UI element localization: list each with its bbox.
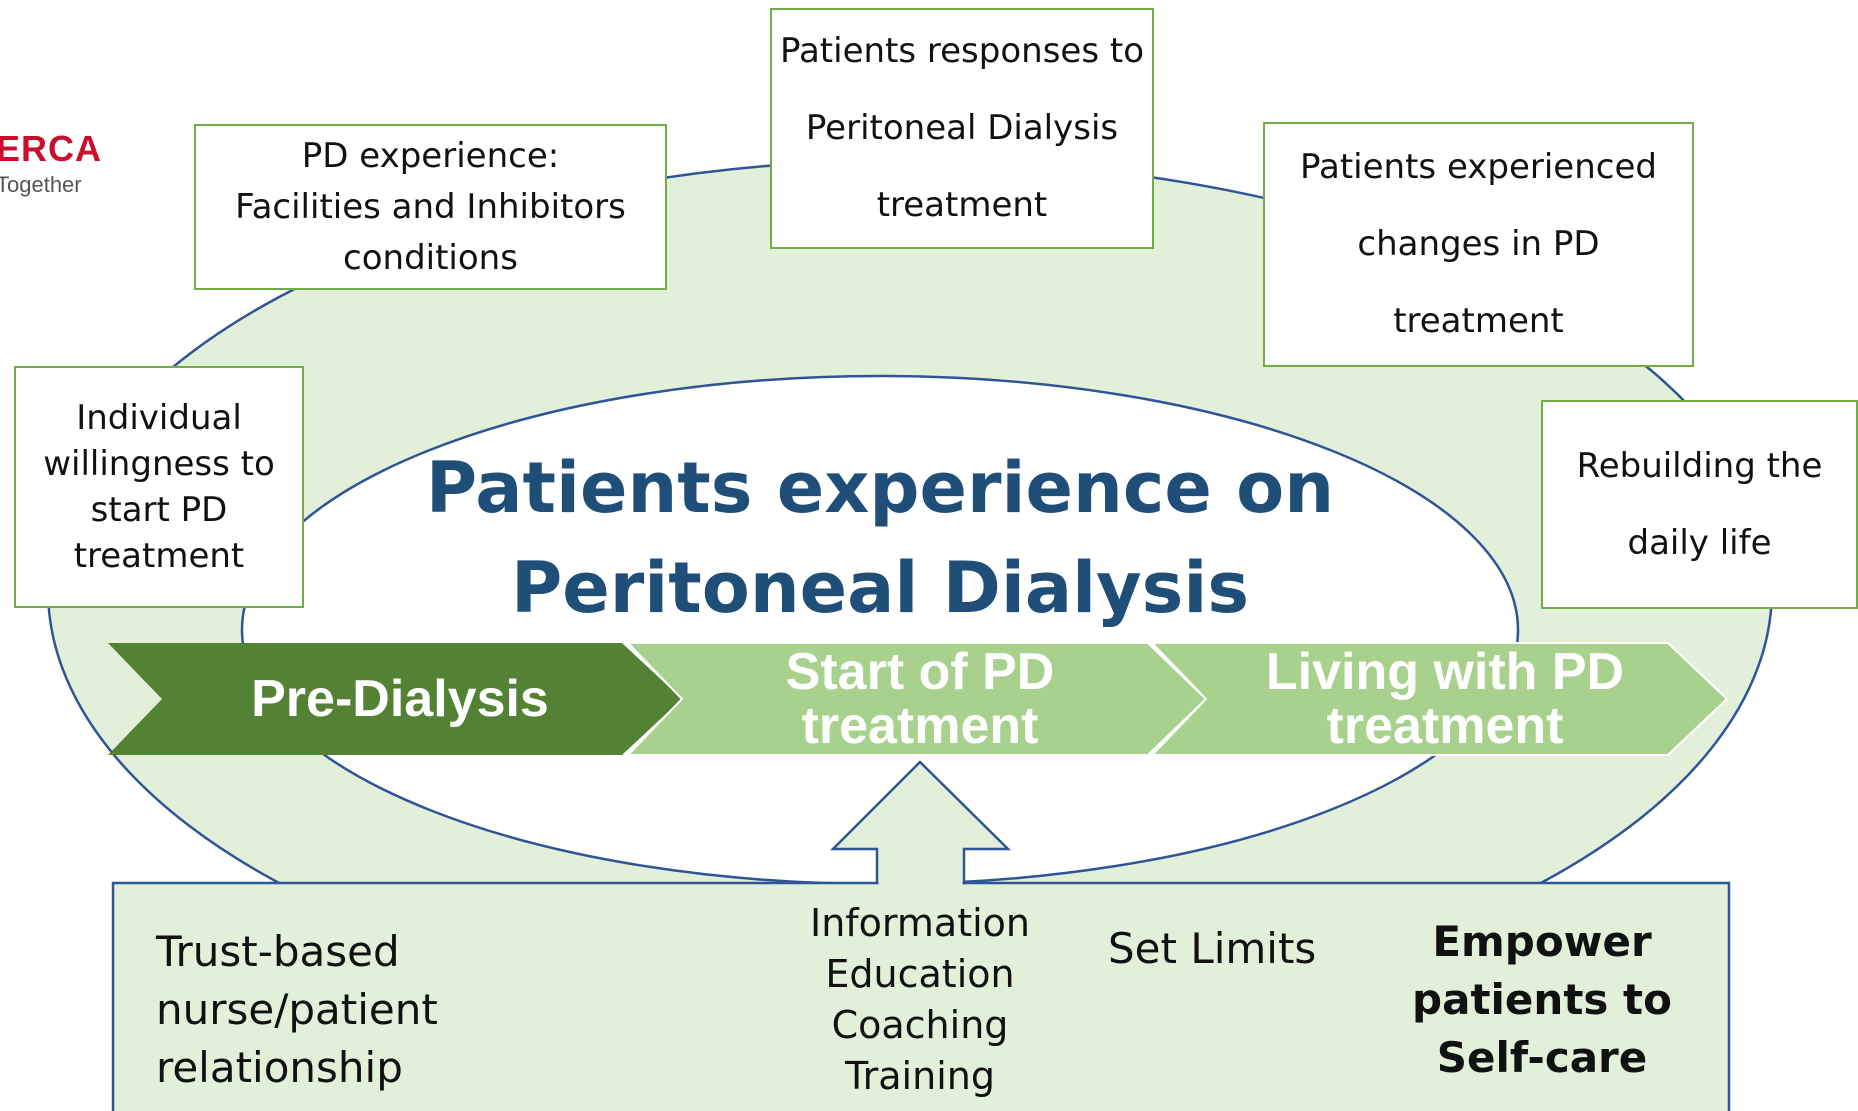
box-rebuilding-line1: Rebuilding the xyxy=(1576,445,1823,486)
box-rebuilding-line2: daily life xyxy=(1627,522,1772,563)
support-trust-line1: Trust-based xyxy=(156,927,400,976)
support-trust-line3: relationship xyxy=(156,1043,403,1092)
box-pd-experience: PD experience: Facilities and Inhibitors… xyxy=(194,124,667,290)
stage-start-of-pd: Start of PD treatment xyxy=(660,643,1180,755)
support-up-arrow xyxy=(829,760,1012,885)
box-individual-line3: start PD xyxy=(90,490,228,530)
title-line2: Peritoneal Dialysis xyxy=(510,547,1250,629)
box-patients-responses: Patients responses to Peritoneal Dialysi… xyxy=(770,8,1154,249)
stage-pre-dialysis-arrow xyxy=(108,643,682,755)
support-panel xyxy=(111,881,1731,1111)
box-individual-line1: Individual xyxy=(76,398,242,438)
support-info-line1: Information xyxy=(810,901,1030,945)
box-individual-willingness: Individual willingness to start PD treat… xyxy=(14,366,304,608)
box-individual-line2: willingness to xyxy=(43,444,275,484)
support-information-list: Information Education Coaching Training xyxy=(790,898,1050,1102)
support-info-line3: Coaching xyxy=(831,1003,1009,1047)
stage-living-with-pd: Living with PD treatment xyxy=(1180,643,1710,755)
support-set-limits: Set Limits xyxy=(1108,924,1317,973)
support-empower-self-care: Empower patients to Self-care xyxy=(1392,913,1692,1087)
stage-living-label-line1: Living with PD xyxy=(1265,643,1625,701)
stage-pre-dialysis-label: Pre-Dialysis xyxy=(251,670,549,728)
box-responses-line2: Peritoneal Dialysis xyxy=(805,108,1119,148)
box-pd-experience-line1: PD experience: xyxy=(301,135,560,176)
box-rebuilding-daily-life: Rebuilding the daily life xyxy=(1541,400,1858,609)
stage-living-label-line2: treatment xyxy=(1326,697,1564,755)
stage-living-arrow xyxy=(1149,642,1729,756)
box-changes-line3: treatment xyxy=(1393,301,1564,341)
support-trust-line2: nurse/patient xyxy=(156,985,438,1034)
support-empower-line1: Empower xyxy=(1432,917,1652,966)
stage-start-arrow xyxy=(625,642,1208,756)
stage-pre-dialysis: Pre-Dialysis xyxy=(150,643,650,755)
box-responses-line1: Patients responses to xyxy=(780,31,1144,71)
box-individual-line4: treatment xyxy=(73,536,245,576)
box-experienced-changes: Patients experienced changes in PD treat… xyxy=(1263,122,1694,367)
support-info-line2: Education xyxy=(825,952,1015,996)
support-info-line4: Training xyxy=(845,1054,995,1098)
erca-logo-tagline: Together xyxy=(0,172,82,197)
box-pd-experience-line3: conditions xyxy=(343,237,518,278)
box-changes-line1: Patients experienced xyxy=(1300,147,1657,187)
stage-start-label-line2: treatment xyxy=(801,697,1039,755)
support-empower-line2: patients to xyxy=(1412,975,1672,1024)
support-trust-relationship: Trust-based nurse/patient relationship xyxy=(156,923,438,1097)
diagram-title: Patients experience on Peritoneal Dialys… xyxy=(360,438,1400,638)
support-empower-line3: Self-care xyxy=(1436,1033,1648,1082)
erca-logo: ERCA xyxy=(0,128,103,169)
box-responses-line3: treatment xyxy=(876,185,1048,225)
box-changes-line2: changes in PD xyxy=(1357,224,1600,264)
stage-start-label-line1: Start of PD xyxy=(785,643,1055,701)
title-line1: Patients experience on xyxy=(425,447,1335,529)
box-pd-experience-line2: Facilities and Inhibitors xyxy=(235,186,626,227)
